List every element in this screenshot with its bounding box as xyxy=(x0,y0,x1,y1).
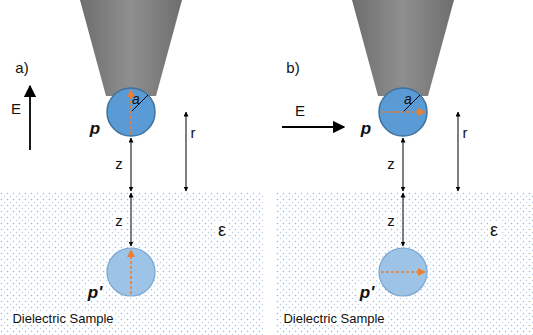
image-sphere xyxy=(107,248,155,296)
dimension-arrow xyxy=(403,138,404,191)
field-arrow xyxy=(29,86,31,150)
symbol-label: z xyxy=(113,156,125,171)
probe-tip xyxy=(352,0,454,96)
dielectric-sample xyxy=(276,192,533,335)
symbol-label: a) xyxy=(13,60,30,75)
dielectric-sample xyxy=(0,192,263,335)
sample-label: Dielectric Sample xyxy=(10,312,115,325)
symbol-label: r xyxy=(461,125,470,140)
panel xyxy=(0,0,263,335)
symbol-label: b) xyxy=(284,60,301,75)
symbol-label: ε xyxy=(488,221,500,239)
probe-tip xyxy=(80,0,182,96)
dimension-arrow xyxy=(131,138,132,191)
symbol-label: a xyxy=(402,92,414,106)
symbol-label: ε xyxy=(216,221,228,239)
image-sphere xyxy=(379,248,427,296)
dimension-arrow xyxy=(186,112,187,191)
panel xyxy=(276,0,533,335)
tip-sphere xyxy=(379,88,427,136)
symbol-label: z xyxy=(385,156,397,171)
symbol-label: z xyxy=(385,213,397,228)
dimension-arrow xyxy=(131,193,132,246)
symbol-label: a xyxy=(130,92,142,106)
dimension-arrow xyxy=(458,112,459,191)
symbol-label: z xyxy=(113,213,125,228)
tip-sphere xyxy=(107,88,155,136)
dimension-arrow xyxy=(403,193,404,246)
symbol-label: p' xyxy=(358,284,376,301)
symbol-label: p' xyxy=(86,284,104,301)
symbol-label: p xyxy=(88,120,102,137)
dipole-arrow xyxy=(381,271,425,273)
field-arrow xyxy=(282,126,344,128)
symbol-label: p xyxy=(359,120,373,137)
dipole-arrow xyxy=(381,111,425,113)
sample-label: Dielectric Sample xyxy=(281,312,386,325)
dipole-arrow xyxy=(130,250,132,294)
symbol-label: E xyxy=(9,101,23,116)
dipole-arrow xyxy=(130,90,132,134)
symbol-label: E xyxy=(293,103,307,118)
symbol-label: r xyxy=(189,125,198,140)
